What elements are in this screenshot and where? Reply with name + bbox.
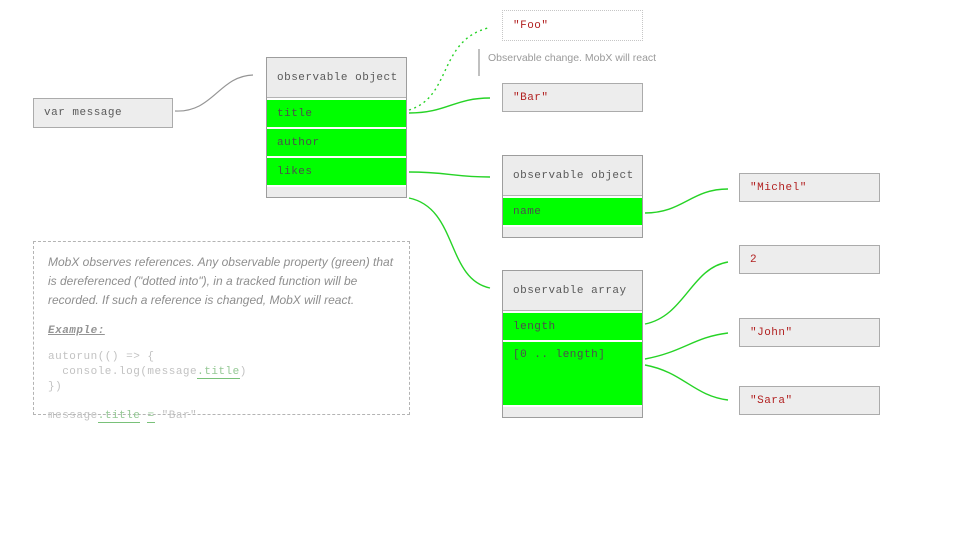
observable-array: observable array length [0 .. length]: [502, 270, 643, 418]
explanation-note: MobX observes references. Any observable…: [33, 241, 410, 423]
john-value-label: "John": [750, 326, 793, 339]
property-label-title: title: [277, 107, 313, 120]
observable-array-title: observable array: [513, 284, 627, 297]
sara-value-box: "Sara": [739, 386, 880, 415]
observable-object-1-footer: [267, 185, 406, 197]
property-label-likes: likes: [277, 165, 313, 178]
note-line-1: MobX observes references. Any observable…: [48, 255, 394, 269]
property-row-likes: likes: [267, 156, 406, 185]
mutated-title-reference: .title: [97, 410, 141, 423]
code-line-2: console.log(message.title): [48, 366, 247, 379]
property-label-items: [0 .. length]: [513, 349, 606, 361]
example-label: Example:: [48, 325, 105, 337]
arrow-name-to-michel: [644, 188, 729, 214]
arrow-items-to-john: [644, 332, 729, 360]
note-line-3: recorded. If such a reference is changed…: [48, 293, 355, 307]
arrow-title-to-foo-dotted: [408, 27, 489, 111]
note-line-2: is dereferenced ("dotted into"), in a tr…: [48, 274, 358, 288]
var-message-label: var message: [44, 107, 123, 119]
michel-value-label: "Michel": [750, 181, 807, 194]
observable-object-2: observable object name: [502, 155, 643, 238]
code-line-1: autorun(() => {: [48, 351, 155, 363]
observable-array-header: observable array: [503, 271, 642, 311]
observable-change-text: Observable change. MobX will react: [488, 52, 657, 64]
bar-value-label: "Bar": [513, 91, 549, 104]
foo-value-label: "Foo": [513, 19, 549, 32]
code-line-3: }): [48, 381, 63, 393]
property-row-title: title: [267, 98, 406, 127]
arrow-length-to-two: [644, 261, 729, 325]
observable-object-1: observable object title author likes: [266, 57, 407, 198]
property-row-name: name: [503, 196, 642, 225]
observable-object-2-footer: [503, 225, 642, 237]
arrow-object1-to-array: [408, 197, 491, 289]
property-label-author: author: [277, 136, 320, 149]
observable-change-annotation: Observable change. MobX will react: [488, 52, 656, 64]
sara-value-label: "Sara": [750, 394, 793, 407]
two-value-box: 2: [739, 245, 880, 274]
arrow-title-to-bar: [408, 97, 491, 114]
michel-value-box: "Michel": [739, 173, 880, 202]
two-value-label: 2: [750, 253, 758, 266]
bar-value-box: "Bar": [502, 83, 643, 112]
property-row-author: author: [267, 127, 406, 156]
john-value-box: "John": [739, 318, 880, 347]
observable-object-1-title: observable object: [277, 71, 398, 84]
note-paragraph: MobX observes references. Any observable…: [48, 253, 399, 310]
tracked-title-reference: .title: [197, 366, 240, 379]
foo-value-box: "Foo": [502, 10, 643, 41]
observable-object-1-header: observable object: [267, 58, 406, 98]
arrow-varmessage-to-object1: [174, 74, 254, 112]
property-label-name: name: [513, 205, 542, 218]
var-message-box: var message: [33, 98, 173, 128]
observable-object-2-title: observable object: [513, 169, 634, 182]
observable-object-2-header: observable object: [503, 156, 642, 196]
arrow-likes-to-object2: [408, 171, 491, 178]
property-row-length: length: [503, 311, 642, 340]
property-row-items: [0 .. length]: [503, 340, 642, 405]
code-line-4: message.title = "Bar": [48, 410, 198, 423]
arrow-items-to-sara: [644, 364, 729, 401]
assignment-operator: =: [147, 410, 155, 423]
code-example: autorun(() => { console.log(message.titl…: [48, 350, 399, 424]
property-label-length: length: [513, 320, 556, 333]
observable-array-footer: [503, 405, 642, 417]
